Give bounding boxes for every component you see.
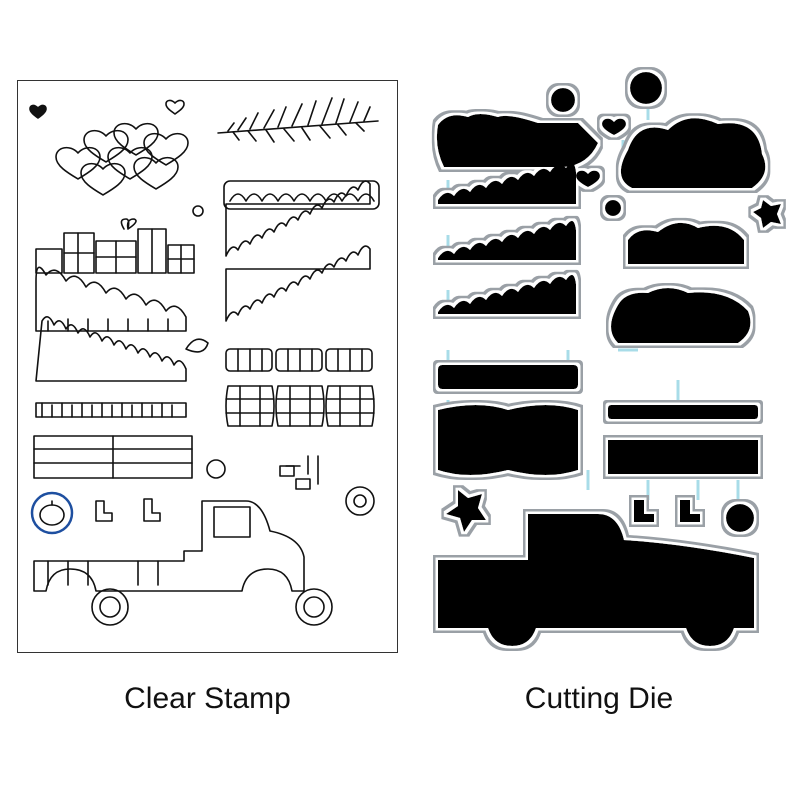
barrel-die-icon bbox=[438, 405, 578, 475]
apple-icon bbox=[192, 205, 204, 217]
cloud-die-icon bbox=[620, 118, 766, 188]
pumpkin-patch-icon bbox=[35, 266, 187, 332]
grass-border-icon bbox=[35, 316, 187, 418]
border-die-icon bbox=[438, 365, 578, 389]
boot-icon bbox=[95, 500, 113, 522]
barrel-icon bbox=[225, 348, 373, 372]
border-die-icon bbox=[438, 220, 576, 260]
cloud-die-icon bbox=[611, 288, 751, 343]
pumpkin-badge-icon bbox=[30, 491, 74, 535]
heart-icon bbox=[165, 99, 185, 115]
boot-die-icon bbox=[680, 500, 700, 522]
cloud-die-icon bbox=[436, 114, 598, 167]
fence-icon bbox=[33, 435, 193, 479]
heart-die-icon bbox=[576, 170, 600, 187]
leaf-icon bbox=[185, 338, 209, 353]
border-die-icon bbox=[438, 274, 576, 314]
pumpkin-row-icon bbox=[223, 180, 380, 210]
heart-icon bbox=[29, 104, 47, 119]
ornaments-icon bbox=[279, 455, 319, 490]
border-die-icon bbox=[628, 222, 744, 264]
circle-die-icon bbox=[630, 72, 662, 104]
die-shapes bbox=[436, 72, 781, 646]
star-die-icon bbox=[753, 200, 781, 228]
star-die-icon bbox=[446, 490, 486, 532]
boot-die-icon bbox=[634, 500, 654, 522]
flower-border-icon bbox=[225, 180, 371, 322]
boot-icon bbox=[143, 498, 161, 522]
pine-branch-icon bbox=[217, 97, 379, 143]
heart-die-icon bbox=[602, 118, 626, 135]
truck-die-icon bbox=[438, 514, 754, 646]
clear-stamp-sheet bbox=[17, 80, 398, 653]
flower-icon bbox=[206, 459, 226, 479]
border-die-icon bbox=[438, 162, 576, 204]
cutting-die-caption: Cutting Die bbox=[524, 682, 674, 715]
fence-die-icon bbox=[608, 440, 758, 474]
circle-die-icon bbox=[605, 200, 621, 216]
flower-icon bbox=[345, 486, 375, 516]
stamp-artwork bbox=[29, 97, 380, 626]
cutting-die-sheet bbox=[418, 60, 798, 660]
gift-boxes-icon bbox=[35, 218, 195, 274]
circle-die-icon bbox=[726, 504, 754, 532]
barrel-icon bbox=[225, 385, 375, 427]
circle-die-icon bbox=[551, 88, 575, 112]
clear-stamp-caption: Clear Stamp bbox=[124, 682, 291, 715]
heart-balloons-icon bbox=[55, 122, 189, 196]
truck-icon bbox=[33, 500, 333, 626]
border-die-icon bbox=[608, 405, 758, 419]
die-artwork bbox=[436, 72, 781, 646]
